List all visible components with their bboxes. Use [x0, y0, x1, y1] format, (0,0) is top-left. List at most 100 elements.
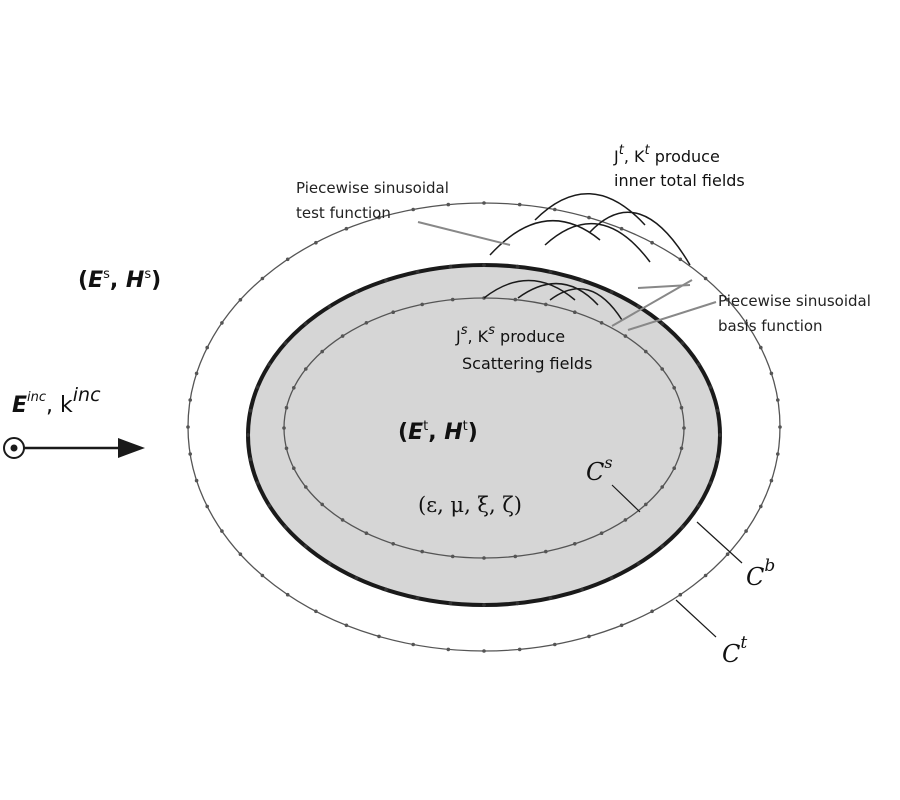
contour-node [580, 587, 584, 592]
contour-node [678, 257, 683, 262]
contour-node [623, 518, 628, 522]
contour-node [304, 367, 308, 371]
contour-node [708, 385, 713, 389]
contour-node [340, 334, 345, 338]
contour-node [573, 310, 577, 315]
contour-cs-label: Cs [586, 453, 613, 486]
contour-node [327, 304, 332, 309]
contour-node [544, 549, 548, 554]
contour-node [314, 240, 318, 245]
contour-node [515, 264, 520, 269]
contour-node [678, 592, 683, 597]
scatter-currents-label-line2: Scattering fields [462, 354, 592, 373]
contour-node [623, 334, 628, 338]
contour-node [320, 502, 325, 507]
outer-contour-nodes [186, 201, 782, 653]
contour-node [255, 481, 260, 485]
contour-node [304, 485, 308, 489]
contour-node [384, 587, 388, 592]
contour-node [650, 240, 654, 245]
contour-node [679, 405, 684, 410]
contour-node [703, 276, 708, 281]
contour-node [391, 542, 396, 546]
material-params-label: (ε, μ, ξ, ζ) [418, 493, 522, 517]
contour-node [482, 603, 486, 607]
contour-node [248, 457, 253, 462]
contour-node [482, 201, 486, 205]
contour-node [482, 556, 486, 560]
contour-node [553, 207, 557, 212]
contour-node [660, 485, 664, 489]
contour-node [246, 433, 250, 437]
contour-node [327, 561, 332, 566]
contour-node [776, 452, 780, 456]
contour-node [679, 446, 684, 451]
contour-node [553, 642, 557, 647]
contour-node [292, 466, 296, 471]
contour-node [411, 642, 416, 647]
contour-node [609, 290, 614, 294]
test-function-label-line1: Piecewise sinusoidal [296, 179, 449, 197]
contour-node [260, 276, 265, 281]
contour-node [660, 367, 664, 371]
contour-node [238, 298, 243, 302]
contour-node [446, 647, 451, 652]
contour-node [696, 362, 701, 367]
contour-node [448, 264, 453, 269]
contour-node [285, 257, 290, 262]
contour-node [314, 609, 318, 614]
scatter-currents-label: Js, Ks produce [455, 323, 565, 346]
contour-node [609, 576, 614, 580]
lower-basis-arcs [483, 279, 623, 321]
basis-function-label-line2: basis function [718, 317, 823, 335]
contour-node [660, 544, 665, 549]
inner-currents-label-line2: inner total fields [614, 171, 745, 190]
contour-node [715, 457, 720, 462]
contour-node [587, 634, 591, 639]
contour-node [725, 552, 730, 556]
contour-node [548, 596, 553, 600]
contour-node [682, 426, 686, 430]
contour-node [354, 290, 359, 294]
contour-node [446, 202, 451, 207]
contour-node [482, 263, 486, 267]
contour-node [415, 596, 420, 600]
contour-node [267, 503, 272, 508]
contour-node [599, 531, 604, 535]
contour-node [303, 321, 308, 326]
scattered-fields-label: (Es, Hs) [78, 267, 161, 293]
inner-currents-label: Jt, Kt produce [613, 143, 720, 166]
contour-node [292, 386, 296, 390]
contour-node [672, 386, 676, 390]
contour-node [515, 601, 520, 606]
contour-node [517, 202, 522, 207]
contour-node [672, 466, 676, 471]
contour-node [573, 542, 577, 546]
arrow-right-icon [24, 438, 145, 458]
contour-node [448, 601, 453, 606]
contour-node [344, 226, 349, 231]
contour-node [513, 297, 518, 302]
body-boundary-nodes [246, 263, 722, 607]
contour-node [636, 304, 641, 309]
contour-node [340, 518, 345, 522]
contour-node [377, 215, 381, 220]
contour-node [267, 362, 272, 367]
contour-node [205, 345, 209, 350]
contour-node [260, 573, 265, 578]
contour-node [188, 452, 192, 456]
contour-node [776, 398, 780, 402]
contour-node [284, 446, 289, 451]
contour-node [391, 310, 396, 315]
contour-node [778, 425, 782, 429]
contour-node [450, 554, 455, 559]
contour-node [415, 270, 420, 274]
leader-lines [417, 221, 717, 331]
contour-node [238, 552, 243, 556]
contour-node [320, 349, 325, 354]
contour-node [650, 609, 654, 614]
contour-node [377, 634, 381, 639]
contour-node [482, 649, 486, 653]
contour-node [599, 321, 604, 325]
